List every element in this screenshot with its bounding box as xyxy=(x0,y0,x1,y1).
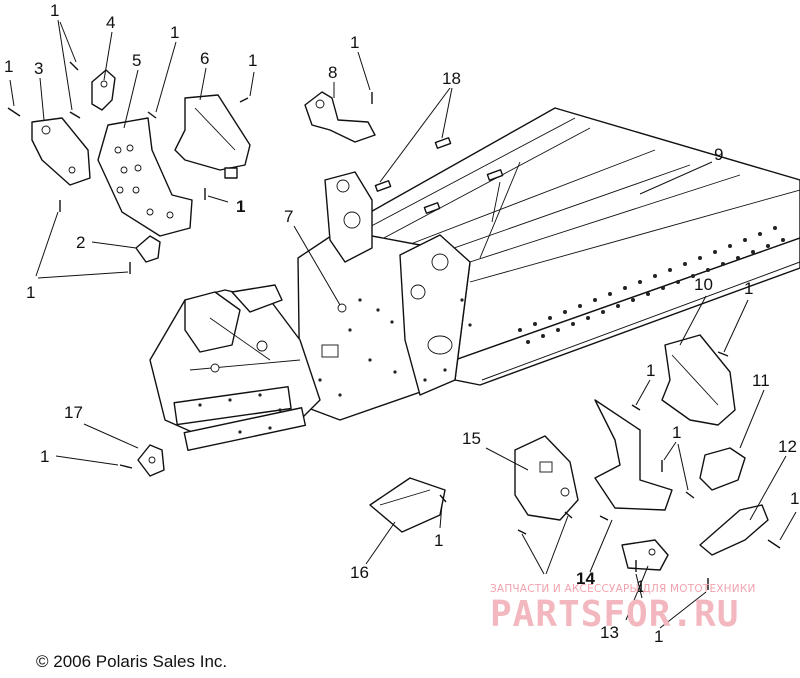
leader-lines xyxy=(9,19,797,629)
callout-1: 1 xyxy=(26,283,35,302)
callout-4: 4 xyxy=(106,13,115,32)
part-15-cover xyxy=(514,435,579,521)
part-12-bracket xyxy=(699,504,769,556)
callout-10: 10 xyxy=(694,275,713,294)
perforation-pattern xyxy=(518,226,785,344)
callout-13: 13 xyxy=(600,623,619,642)
part-17-cap xyxy=(137,444,165,477)
callout-1: 1 xyxy=(350,33,359,52)
part-3-bracket xyxy=(31,117,91,186)
part-10-cover xyxy=(661,334,736,426)
callout-8: 8 xyxy=(328,63,337,82)
fasteners xyxy=(7,61,781,590)
callout-1: 1 xyxy=(654,627,663,646)
callout-1: 1 xyxy=(170,23,179,42)
callout-1: 1 xyxy=(434,531,443,550)
callout-1: 1 xyxy=(40,447,49,466)
callout-6: 6 xyxy=(200,49,209,68)
callout-1: 1 xyxy=(646,361,655,380)
watermark-logo: PARTSFOR.RU xyxy=(490,594,740,635)
callout-1: 1 xyxy=(50,1,59,20)
callout-7: 7 xyxy=(284,207,293,226)
callout-3: 3 xyxy=(34,59,43,78)
part-6-guard xyxy=(174,94,251,179)
part-11-panel xyxy=(699,447,746,491)
callout-1: 1 xyxy=(744,279,753,298)
callout-15: 15 xyxy=(462,429,481,448)
part-7-pin xyxy=(337,303,347,313)
callouts: 1 1 4 1 3 5 6 1 1 8 18 9 1 7 2 1 10 1 1 … xyxy=(4,1,799,646)
callout-1: 1 xyxy=(4,57,13,76)
part-14-arm xyxy=(594,399,673,511)
callout-14: 14 xyxy=(576,569,595,588)
watermark-subtitle: ЗАПЧАСТИ И АКСЕССУАРЫ ДЛЯ МОТОТЕХНИКИ xyxy=(490,583,756,595)
callout-1: 1 xyxy=(672,423,681,442)
callout-1: 1 xyxy=(236,197,245,216)
part-8-mount xyxy=(304,91,376,143)
copyright-notice: © 2006 Polaris Sales Inc. xyxy=(36,652,228,671)
chassis-bulkhead xyxy=(297,171,472,421)
callout-9: 9 xyxy=(714,145,723,164)
callout-5: 5 xyxy=(132,51,141,70)
part-5-plate xyxy=(97,117,193,237)
part-4-clip xyxy=(91,69,116,111)
callout-2: 2 xyxy=(76,233,85,252)
callout-16: 16 xyxy=(350,563,369,582)
callout-1: 1 xyxy=(248,51,257,70)
callout-18: 18 xyxy=(442,69,461,88)
part-2-bracket xyxy=(135,235,161,263)
part-13-bracket xyxy=(621,539,669,571)
part-16-plate xyxy=(369,477,446,533)
callout-1: 1 xyxy=(790,489,799,508)
chassis-front-frame xyxy=(149,284,321,451)
callout-12: 12 xyxy=(778,437,797,456)
callout-11: 11 xyxy=(752,371,770,390)
callout-17: 17 xyxy=(64,403,83,422)
callout-1: 1 xyxy=(636,577,645,596)
